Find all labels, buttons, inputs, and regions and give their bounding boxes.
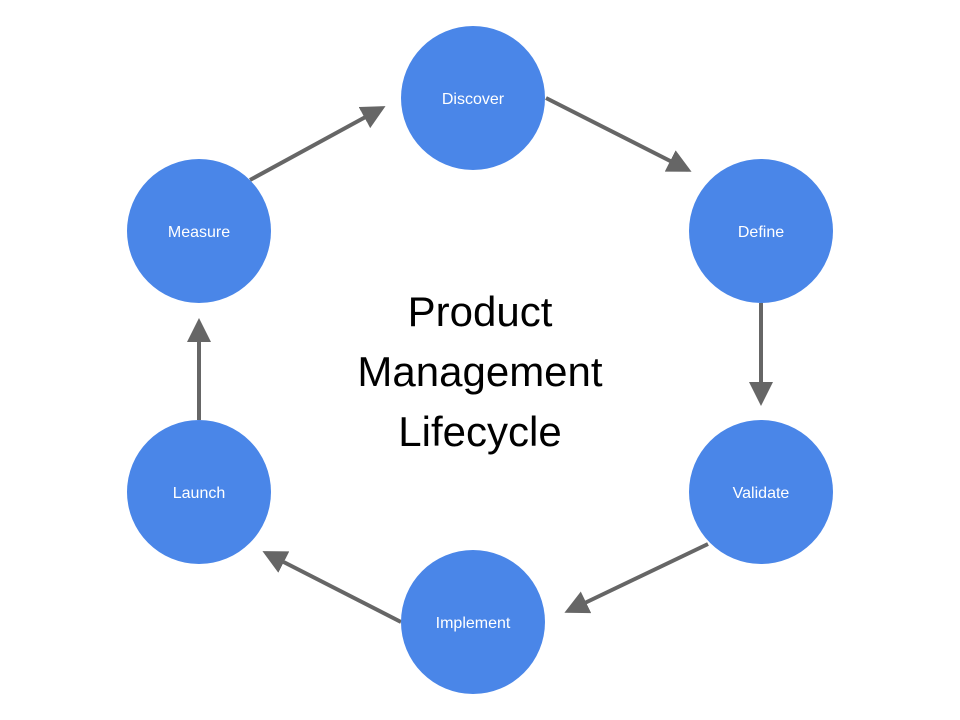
title-line-2: Management — [357, 348, 603, 395]
title-line-1: Product — [407, 288, 553, 335]
arrow-validate-to-implement — [564, 542, 709, 614]
node-label-measure: Measure — [168, 224, 230, 241]
node-measure: Measure — [127, 159, 271, 303]
title-line-3: Lifecycle — [398, 408, 562, 455]
node-label-implement: Implement — [436, 615, 511, 632]
arrow-discover-to-define — [545, 96, 692, 172]
diagram-title: Product Management Lifecycle — [280, 282, 680, 462]
node-label-discover: Discover — [442, 91, 505, 108]
node-label-validate: Validate — [733, 485, 790, 502]
node-label-launch: Launch — [173, 485, 226, 502]
node-define: Define — [689, 159, 833, 303]
node-launch: Launch — [127, 420, 271, 564]
node-label-define: Define — [738, 224, 784, 241]
node-discover: Discover — [401, 26, 545, 170]
node-validate: Validate — [689, 420, 833, 564]
arrow-measure-to-discover — [249, 106, 386, 182]
node-implement: Implement — [401, 550, 545, 694]
arrow-implement-to-launch — [262, 551, 402, 624]
